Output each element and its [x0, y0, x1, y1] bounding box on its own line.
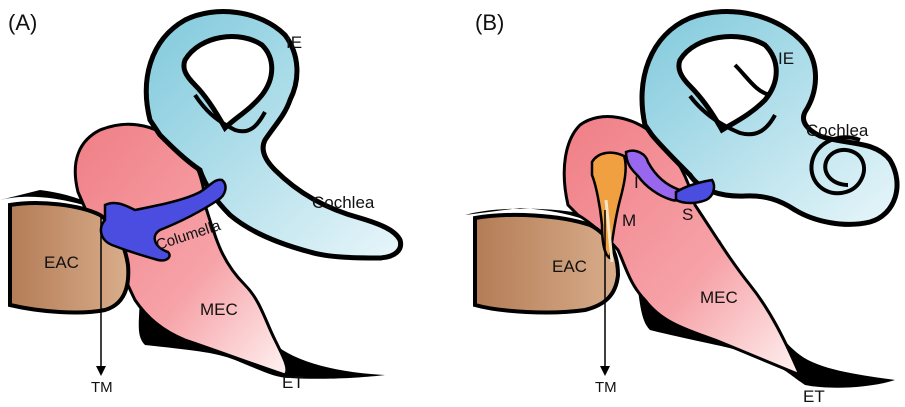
- panel-b-label-et: ET: [803, 387, 825, 406]
- panel-b-label-eac: EAC: [552, 257, 587, 276]
- panel-b: [465, 12, 897, 388]
- panel-b-label-m: M: [622, 211, 636, 230]
- panel-a-label-cochlea: Cochlea: [312, 193, 375, 212]
- panel-b-label-i: I: [634, 173, 639, 192]
- panel-b-label-s: S: [682, 205, 693, 224]
- panel-b-tm-arrowhead: [600, 366, 610, 376]
- panel-a-label-mec: MEC: [200, 300, 238, 319]
- panel-a-label-ie: IE: [286, 33, 302, 52]
- panel-a-letter: (A): [8, 10, 37, 35]
- panel-b-label-cochlea: Cochlea: [806, 121, 869, 140]
- panel-b-label-mec: MEC: [700, 288, 738, 307]
- panel-b-eac: [475, 215, 618, 313]
- panel-a-tm-arrowhead: [96, 366, 106, 376]
- panel-a-label-eac: EAC: [44, 253, 79, 272]
- panel-a-label-tm: TM: [91, 379, 113, 396]
- panel-a-label-et: ET: [282, 373, 304, 392]
- panel-b-label-ie: IE: [778, 49, 794, 68]
- panel-b-letter: (B): [475, 10, 504, 35]
- panel-b-label-tm: TM: [595, 379, 617, 396]
